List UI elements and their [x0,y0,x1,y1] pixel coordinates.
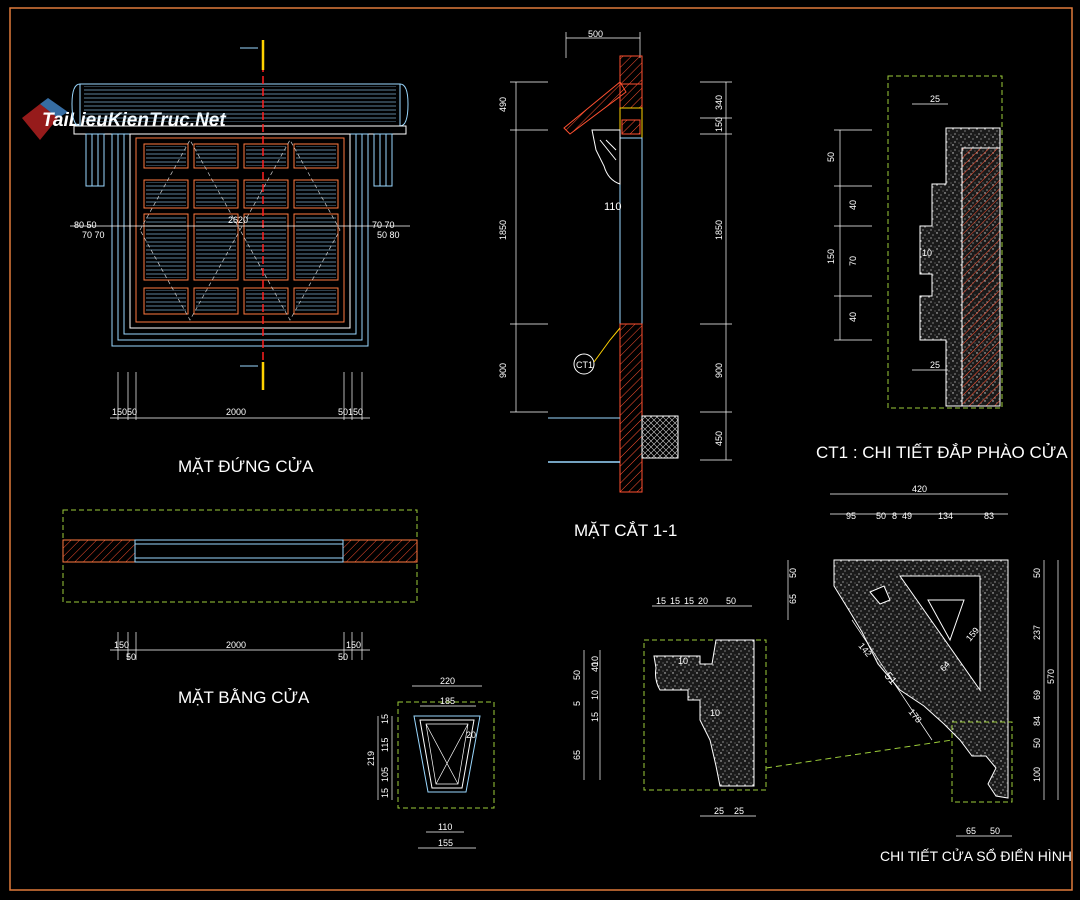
elevation-title: MẶT ĐỨNG CỬA [178,457,314,476]
dim-keystone-left-3: 105 [380,767,390,782]
dim-bracket-top-1: 95 [846,511,856,521]
dim-profile-mid-2: 10 [710,708,720,718]
dim-bracket-left-2: 65 [788,594,798,604]
dim-bracket-bottom-2: 50 [990,826,1000,836]
dim-keystone-top1: 220 [440,676,455,686]
dim-bracket-overall: 420 [912,484,927,494]
dim-profile-top-4: 20 [698,596,708,606]
dim-bracket-top-3: 8 [892,511,897,521]
dim-plan-right: 150 [346,640,361,650]
dim-keystone-left-2: 115 [380,738,390,752]
dim-elev-right-b: 50 80 [377,230,400,240]
dim-ct1-inner: 10 [922,248,932,258]
plan-title: MẶT BẰNG CỬA [178,688,310,707]
dim-ct1-left-4: 70 [848,256,858,266]
door-section: 500 CT1 490 1850 900 [498,29,732,540]
dim-bracket-right-6: 50 [1032,738,1042,748]
ct1-title: CT1 : CHI TIẾT ĐẮP PHÀO CỬA [816,443,1068,462]
dim-keystone-left-1: 15 [380,714,390,724]
dim-keystone-top2: 185 [440,696,455,706]
dim-ct1-left-2: 40 [848,200,858,210]
dim-profile-outer-1: 50 [572,670,582,680]
dim-profile-top-1: 15 [656,596,666,606]
dim-bracket-right-3: 570 [1046,669,1056,684]
dim-bracket-right-7: 100 [1032,767,1042,782]
dim-bracket-diag-3: 64 [938,659,952,673]
dim-elev-bottom-left: 15050 [112,407,137,417]
section-title: MẶT CẮT 1-1 [574,521,677,540]
dim-section-thickness: 110 [604,201,622,213]
dim-keystone-bottom2: 155 [438,838,453,848]
section-callout: CT1 [576,360,593,370]
dim-section-right-1: 340 [714,95,724,110]
dim-section-right-5: 450 [714,431,724,446]
dim-keystone-inner: 20 [466,730,476,740]
dim-section-left-3: 900 [498,363,508,378]
keystone-detail: 220 185 110 155 219 15 115 105 15 20 [366,676,495,849]
dim-bracket-top-2: 50 [876,511,886,521]
dim-ct1-bottom: 25 [930,360,940,370]
dim-profile-outer-2: 5 [572,701,582,706]
dim-bracket-top-4: 49 [902,511,912,521]
typical-title: CHI TIẾT CỬA SỔ ĐIỂN HÌNH [880,847,1072,864]
dim-profile-inner-3: 10 [590,656,600,666]
dim-bracket-bottom-1: 65 [966,826,976,836]
dim-bracket-right-5: 84 [1032,716,1042,726]
dim-plan-left: 150 [114,640,129,650]
dim-plan-left-sub: 50 [126,652,136,662]
dim-section-left-2: 1850 [498,220,508,240]
dim-plan-right-sub: 50 [338,652,348,662]
dim-bracket-top-5: 134 [938,511,953,521]
dim-keystone-left-4: 15 [380,788,390,798]
dim-elev-bottom: 2000 [226,407,246,417]
dim-bracket-right-4: 69 [1032,690,1042,700]
dim-profile-inner-2: 10 [590,690,600,700]
door-plan: 2000 150 50 150 50 MẶT BẰNG CỬA [62,509,418,707]
dim-section-right-4: 900 [714,363,724,378]
dim-bracket-right-1: 50 [1032,568,1042,578]
dim-plan-center: 2000 [226,640,246,650]
dim-elev-overall: 2620 [228,215,248,225]
dim-profile-outer-3: 65 [572,750,582,760]
dim-profile-bottom-2: 25 [734,806,744,816]
dim-ct1-left-3: 150 [826,249,836,264]
dim-bracket-top-6: 83 [984,511,994,521]
dim-ct1-left-1: 50 [826,152,836,162]
door-elevation: 2620 80 50 70 70 70 70 50 80 2000 15050 … [70,40,410,476]
dim-bracket-diag-5: 178 [906,707,923,725]
dim-section-left-1: 490 [498,97,508,112]
dim-elev-left-a: 80 50 [74,220,97,230]
profile-detail: 15 15 15 20 50 50 5 65 40 10 10 15 10 10… [572,596,767,817]
ct1-detail: 25 25 10 50 40 150 70 40 CT1 : CHI TIẾT … [816,75,1068,462]
dim-elev-right-a: 70 70 [372,220,395,230]
dim-keystone-bottom1: 110 [438,822,452,832]
dim-profile-top-2: 15 [670,596,680,606]
dim-elev-bottom-right: 50150 [338,407,363,417]
dim-bracket-left-1: 50 [788,568,798,578]
dim-section-top: 500 [588,29,603,39]
dim-section-right-2: 150 [714,117,724,132]
dim-profile-top-3: 15 [684,596,694,606]
dim-bracket-right-2: 237 [1032,625,1042,640]
dim-section-right-3: 1850 [714,220,724,240]
dim-profile-inner-1: 40 [590,662,600,672]
bracket-detail: 420 95 50 8 49 134 83 50 65 50 237 570 6… [765,484,1072,864]
dim-profile-inner-4: 15 [590,712,600,722]
dim-profile-top-5: 50 [726,596,736,606]
dim-keystone-left-outer: 219 [366,751,376,766]
dim-elev-left-b: 70 70 [82,230,105,240]
dim-ct1-top: 25 [930,94,940,104]
dim-ct1-left-5: 40 [848,312,858,322]
dim-profile-mid-1: 10 [678,656,688,666]
dim-profile-bottom-1: 25 [714,806,724,816]
